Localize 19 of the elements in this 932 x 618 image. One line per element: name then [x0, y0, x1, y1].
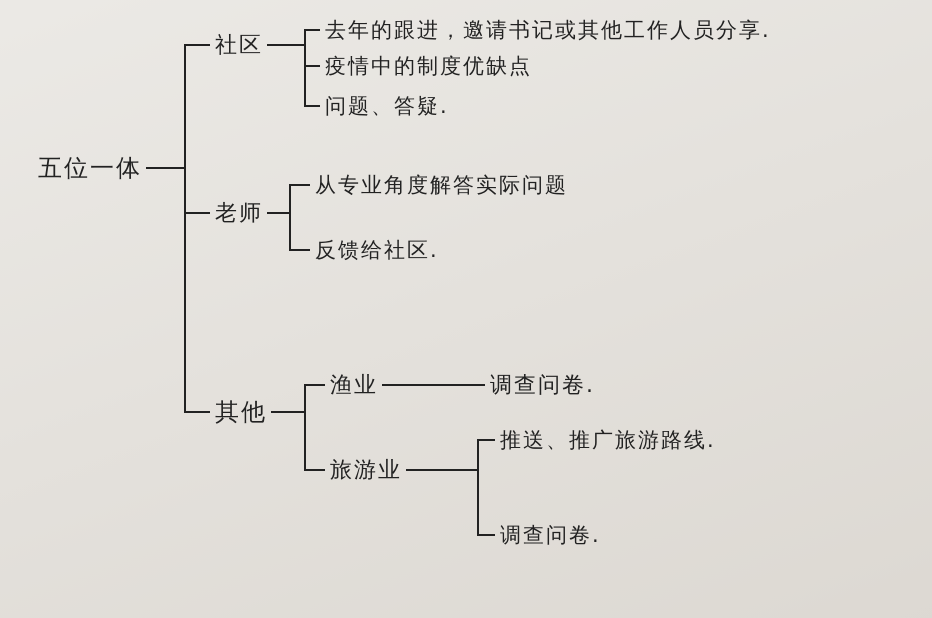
- branch-text: 其他: [215, 396, 267, 428]
- branch-text: 从专业角度解答实际问题: [315, 171, 568, 199]
- branch-text: 调查问卷.: [490, 370, 595, 400]
- branch-text: 去年的跟进，邀请书记或其他工作人员分享.: [325, 16, 771, 44]
- branch-text: 推送、推广旅游路线.: [500, 426, 716, 454]
- branch-text: 老师: [215, 198, 263, 228]
- bracket-line: [267, 212, 310, 251]
- branch-text: 旅游业: [330, 455, 402, 485]
- bracket-line: [146, 167, 210, 413]
- branch-text: 问题、答疑.: [325, 92, 449, 120]
- branch-text: 疫情中的制度优缺点: [325, 52, 532, 80]
- branch-text: 调查问卷.: [500, 521, 601, 549]
- branch-text: 渔业: [330, 370, 378, 400]
- branch-text: 反馈给社区.: [315, 236, 439, 264]
- bracket-line: [267, 44, 320, 107]
- bracket-line: [382, 384, 485, 386]
- branch-text: 五位一体: [38, 152, 142, 184]
- branch-text: 社区: [215, 30, 263, 60]
- bracket-line: [406, 469, 495, 536]
